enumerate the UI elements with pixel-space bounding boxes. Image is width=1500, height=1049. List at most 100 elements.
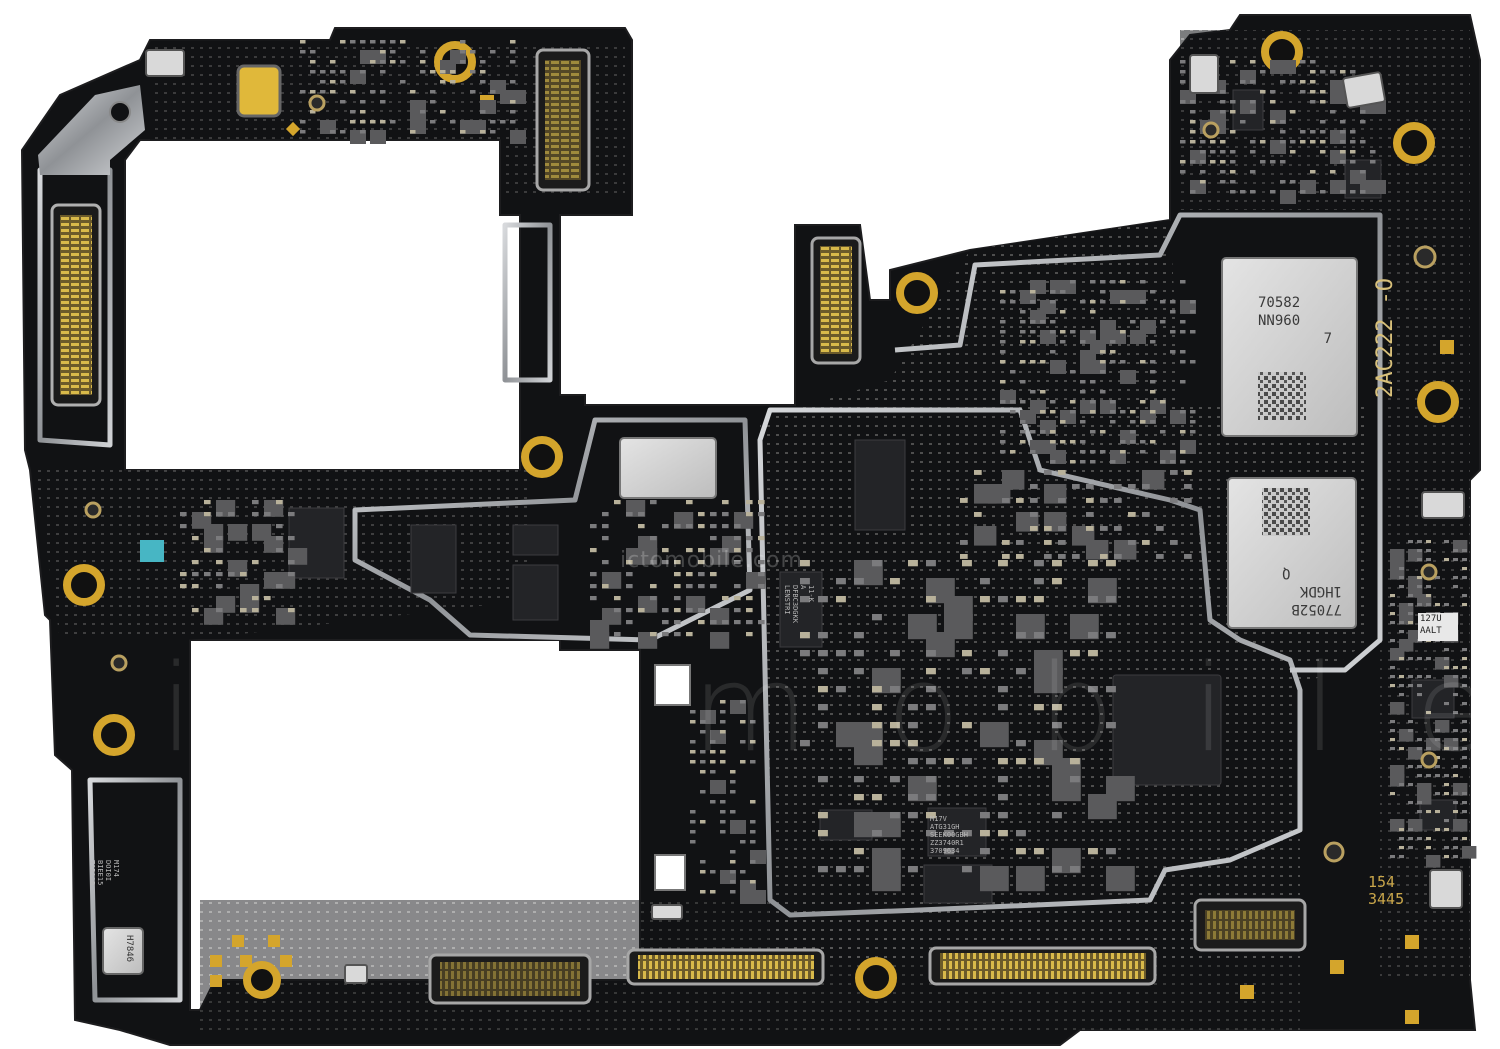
passive-component [1190, 300, 1196, 304]
passive-component [1300, 190, 1306, 194]
passive-component [836, 578, 846, 585]
passive-component [908, 560, 918, 567]
passive-component [690, 710, 696, 714]
passive-component [590, 524, 597, 529]
passive-component [734, 608, 741, 613]
passive-component [926, 758, 936, 765]
passive-component [1417, 675, 1422, 679]
passive-component [1170, 350, 1176, 354]
passive-component [360, 120, 366, 124]
passive-component [1290, 80, 1296, 84]
passive-component [758, 572, 765, 577]
passive-component [1020, 400, 1026, 404]
passive-component [698, 608, 705, 613]
passive-component [1390, 747, 1395, 751]
passive-component [430, 100, 436, 104]
passive-component [1350, 70, 1356, 74]
passive-component [450, 120, 456, 124]
passive-component [758, 536, 765, 541]
passive-component [730, 820, 746, 834]
passive-component [1050, 350, 1056, 354]
passive-component [1453, 585, 1458, 589]
passive-component [750, 830, 756, 834]
passive-component [836, 650, 846, 657]
passive-component [1426, 549, 1431, 553]
passive-component [1040, 430, 1046, 434]
passive-component [602, 524, 609, 529]
passive-component [1030, 390, 1036, 394]
left-ic-line: BIEE15 [96, 860, 104, 886]
passive-component [1230, 160, 1236, 164]
passive-component [960, 498, 968, 503]
passive-component [1110, 340, 1116, 344]
passive-component [1250, 140, 1256, 144]
passive-component [1462, 846, 1477, 859]
passive-component [1100, 450, 1106, 454]
passive-component [1250, 110, 1256, 114]
passive-component [1399, 846, 1404, 850]
passive-component [1114, 526, 1122, 531]
passive-component [1100, 350, 1106, 354]
passive-component [276, 500, 283, 505]
passive-component [1250, 100, 1256, 104]
passive-component [720, 800, 726, 804]
passive-component [720, 830, 726, 834]
passive-component [1060, 330, 1066, 334]
passive-component [638, 608, 645, 613]
passive-component [350, 120, 356, 124]
passive-component [410, 90, 416, 94]
passive-component [1016, 596, 1026, 603]
connector-left-vertical-pins [60, 215, 92, 395]
passive-component [1390, 675, 1395, 679]
passive-component [380, 90, 386, 94]
passive-component [1340, 70, 1346, 74]
passive-component [730, 780, 736, 784]
passive-component [1453, 693, 1458, 697]
passive-component [1070, 776, 1080, 783]
passive-component [818, 650, 828, 657]
passive-component [926, 596, 936, 603]
passive-component [252, 500, 259, 505]
passive-component [216, 608, 223, 613]
passive-component [674, 632, 681, 637]
passive-component [1200, 180, 1206, 184]
passive-component [1260, 90, 1266, 94]
passive-component [1360, 120, 1366, 124]
passive-component [1050, 460, 1056, 464]
passive-component [662, 620, 669, 625]
passive-component [638, 524, 645, 529]
passive-component [1462, 666, 1467, 670]
passive-component [1350, 190, 1356, 194]
passive-component [710, 800, 716, 804]
passive-component [1330, 110, 1336, 114]
passive-component [1280, 130, 1286, 134]
passive-component [1408, 684, 1413, 688]
passive-component [1399, 684, 1404, 688]
passive-component [1453, 576, 1458, 580]
passive-component [1120, 280, 1126, 284]
passive-component [330, 130, 336, 134]
passive-component [1100, 360, 1106, 364]
passive-component [1220, 100, 1226, 104]
passive-component [510, 60, 516, 64]
passive-component [750, 820, 756, 824]
passive-component [998, 686, 1008, 693]
passive-component [674, 524, 681, 529]
passive-component [330, 60, 336, 64]
passive-component [1010, 410, 1016, 414]
passive-component [1120, 410, 1126, 414]
label-127u-line2: AALT [1420, 626, 1442, 636]
passive-component [1390, 729, 1395, 733]
passive-component [1130, 330, 1146, 344]
passive-component [1280, 120, 1286, 124]
passive-component [710, 536, 717, 541]
passive-component [310, 50, 316, 54]
passive-component [690, 820, 696, 824]
passive-component [1020, 380, 1026, 384]
passive-component [1435, 765, 1440, 769]
passive-component [746, 548, 753, 553]
passive-component [1150, 370, 1156, 374]
passive-component [872, 686, 882, 693]
passive-component [674, 572, 681, 577]
